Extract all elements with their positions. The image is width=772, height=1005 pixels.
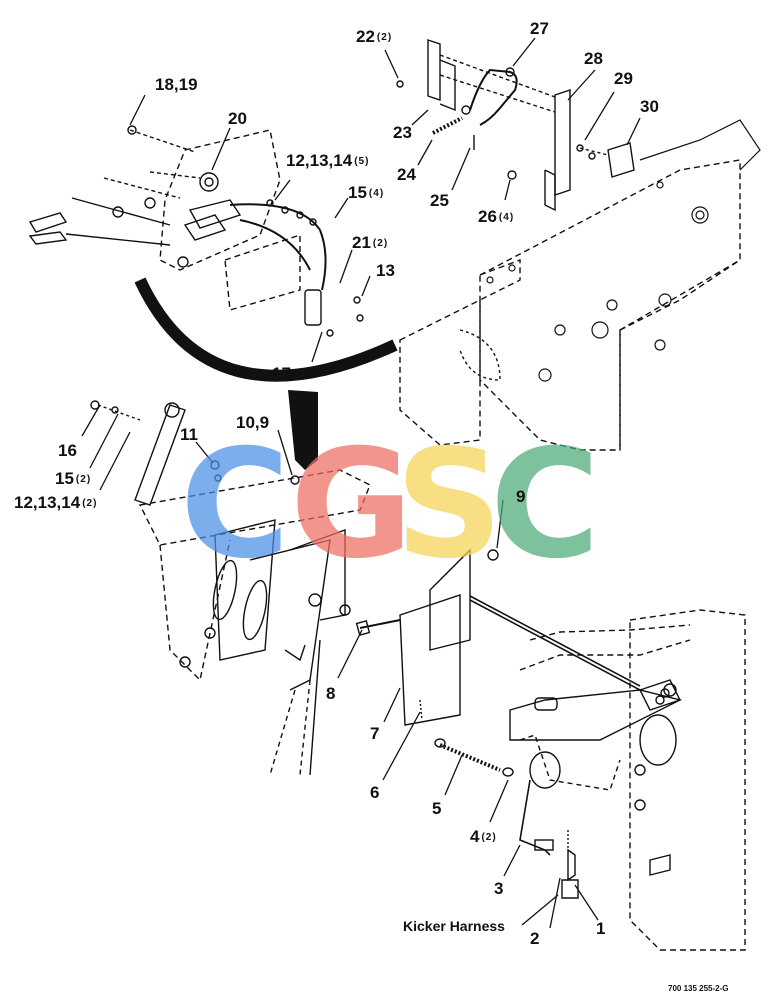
- callout-15-bottom: 15(2): [55, 469, 92, 488]
- callout-12-13-14-bottom: 12,13,14(2): [14, 493, 98, 512]
- callout-28: 28: [584, 49, 603, 68]
- harness-closeup: [28, 125, 364, 337]
- callout-15-top: 15(4): [348, 183, 385, 202]
- callout-4: 4(2): [470, 827, 497, 846]
- watermark-g-red: G: [290, 418, 414, 592]
- callout-24: 24: [397, 165, 416, 184]
- callout-22: 22(2): [356, 27, 393, 46]
- watermark-c-green: C: [490, 418, 601, 592]
- leader-lines: [81, 37, 641, 929]
- callout-26: 26(4): [478, 207, 515, 226]
- top-bracket-assembly: [396, 39, 761, 212]
- callout-8: 8: [326, 684, 336, 703]
- callout-1: 1: [596, 919, 606, 938]
- callout-21: 21(2): [352, 233, 389, 252]
- frame-housing: [399, 159, 741, 451]
- callout-18-19: 18,19: [155, 75, 198, 94]
- magnifier-arc: [134, 277, 398, 470]
- callout-5: 5: [432, 799, 442, 818]
- callout-10-9: 10,9: [236, 413, 270, 432]
- frame-arc-cutout: [459, 329, 501, 381]
- callout-20: 20: [228, 109, 247, 128]
- frame-holes: [486, 181, 709, 382]
- callout-9: 9: [516, 487, 526, 506]
- callout-30: 30: [640, 97, 659, 116]
- watermark-c-blue: C: [180, 418, 291, 592]
- watermark-s-yellow: S: [395, 418, 504, 592]
- callout-6: 6: [370, 783, 380, 802]
- callout-23: 23: [393, 123, 412, 142]
- callout-17: 17(2): [272, 364, 309, 383]
- callout-11: 11: [180, 425, 198, 444]
- kicker-assembly: [355, 548, 746, 951]
- callout-3: 3: [494, 879, 504, 898]
- callout-7: 7: [370, 724, 380, 743]
- callout-25: 25: [430, 191, 449, 210]
- callout-29: 29: [614, 69, 633, 88]
- callout-12-13-14-top: 12,13,14(5): [286, 151, 370, 170]
- callout-2: 2: [530, 929, 540, 948]
- callout-13: 13: [376, 261, 395, 280]
- callout-16: 16: [58, 441, 77, 460]
- callout-27: 27: [530, 19, 549, 38]
- drawing-number: 700 135 255-2-G: [668, 984, 729, 993]
- kicker-harness-label: Kicker Harness: [403, 918, 505, 934]
- left-arm-assembly: [90, 400, 371, 776]
